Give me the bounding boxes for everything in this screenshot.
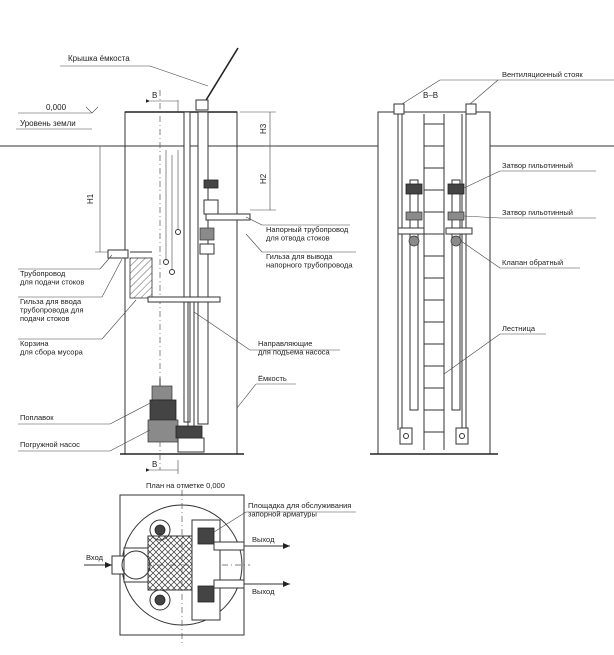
check-valve: [199, 227, 215, 241]
plan-title: План на отметке 0,000: [146, 481, 225, 490]
valve-upper: [203, 179, 219, 189]
ladder: [423, 114, 445, 450]
check-valve-label: Клапан обратный: [502, 258, 563, 267]
left-section: В В Крышка ёмкоста 0,000 Уровень земли H…: [0, 47, 360, 474]
inlet-label: Вход: [86, 553, 104, 562]
plan-pump-top: [149, 519, 171, 541]
tank-body-bb: [377, 111, 491, 455]
dim-h3: H3: [259, 123, 268, 134]
vent-pipe: [183, 111, 191, 423]
debris-basket: [129, 257, 153, 299]
dim-h1: H1: [86, 193, 95, 204]
plan-view: План на отметке 0,000 Вход Выход Выход: [84, 481, 356, 645]
plan-basket: [147, 535, 195, 591]
vent-stack-right: [465, 103, 477, 115]
check-valve-right: [450, 235, 462, 247]
section-bb-title: В–В: [423, 91, 438, 100]
check-valve-left: [408, 235, 420, 247]
discharge-riser: [197, 111, 209, 425]
float-label: Поплавок: [20, 413, 54, 422]
inlet-pipe: [107, 249, 129, 259]
dim-h2: H2: [259, 173, 268, 184]
gate-valve-label-1: Затвор гильотинный: [502, 161, 573, 170]
section-mark-bottom: В: [152, 460, 157, 469]
pump-label: Погружной насос: [20, 440, 80, 449]
tank-label: Ёмкость: [258, 374, 287, 383]
vent-stack-left: [393, 103, 405, 115]
submersible-pump: [147, 378, 205, 453]
level-value: 0,000: [46, 103, 67, 112]
outlet-label-1: Выход: [252, 535, 275, 544]
gate-valve-label-2: Затвор гильотинный: [502, 208, 573, 217]
ground-label: Уровень земли: [20, 119, 76, 128]
ladder-label: Лестница: [502, 324, 536, 333]
outlet-pipe: [205, 213, 251, 221]
service-platform: [147, 296, 221, 303]
section-mark-top: В: [152, 91, 157, 100]
gate-valve-right: [447, 183, 465, 195]
outlet-label-2: Выход: [252, 587, 275, 596]
right-section: В–В Венти: [360, 70, 614, 455]
gate-valve-left: [405, 183, 423, 195]
vent-label: Вентиляционный стояк: [502, 70, 583, 79]
plan-pump-bottom: [149, 589, 171, 611]
cover-label: Крышка ёмкоста: [68, 54, 130, 63]
